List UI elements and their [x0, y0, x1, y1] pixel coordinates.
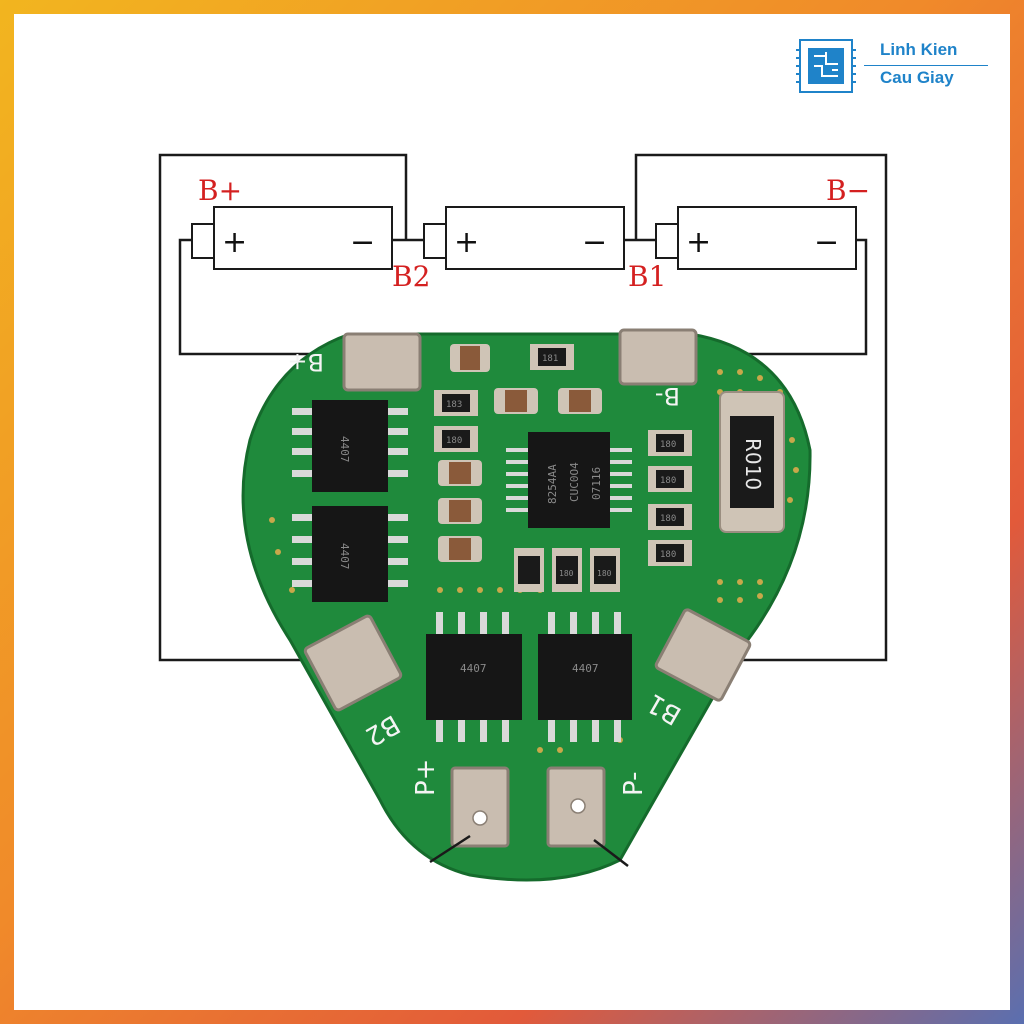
cell-1-plus: + — [222, 225, 247, 260]
mosfet-3-mark: 4407 — [460, 662, 487, 675]
label-b-plus: B+ — [198, 174, 242, 207]
pcb-board: B+ B- B2 B1 P+ P- 4407 — [241, 328, 812, 882]
pad-b1 — [654, 608, 752, 702]
wire-p-plus — [429, 834, 471, 864]
mosfet-bottom-right: 4407 — [538, 612, 632, 742]
pad-b-minus — [618, 328, 698, 386]
wiring — [158, 153, 888, 662]
ic-mark-1: 8254AA — [546, 464, 559, 504]
mosfet-left-bottom: 4407 — [292, 506, 408, 602]
shunt-mark: R010 — [741, 438, 765, 490]
res-code-2: 183 — [446, 400, 462, 410]
smd-resistors: 181 183 180 180 180 180 180 180 180 — [434, 344, 692, 592]
pad-p-plus-hole — [472, 810, 488, 826]
wire-p-minus — [593, 839, 629, 867]
wire-b-minus — [690, 238, 868, 356]
brand-name-line1: Linh Kien — [880, 40, 958, 59]
mosfet-4-mark: 4407 — [572, 662, 599, 675]
label-b1: B1 — [628, 260, 666, 293]
silk-b-minus: B- — [655, 382, 680, 410]
ic-mark-3: 07116 — [590, 467, 603, 500]
silk-p-minus: P- — [619, 772, 649, 797]
res-code-5: 180 — [660, 476, 676, 486]
mosfet-1-mark: 4407 — [338, 436, 351, 463]
cell-2-plus: + — [454, 225, 479, 260]
mosfet-bottom-left: 4407 — [426, 612, 522, 742]
pad-b-plus — [342, 332, 422, 392]
brand-logo-block: Linh Kien Cau Giay — [796, 34, 996, 98]
label-b-minus: B− — [826, 174, 870, 207]
brand-name-line2: Cau Giay — [880, 68, 954, 87]
res-code-6: 180 — [660, 514, 676, 524]
silk-b-plus: B+ — [287, 348, 324, 376]
cell-3-plus: + — [686, 225, 711, 260]
res-code-1: 181 — [542, 354, 558, 364]
wire-b1 — [634, 153, 888, 662]
cell-1-minus: − — [350, 225, 375, 260]
smd-capacitors — [438, 344, 602, 562]
ic-mark-2: CUC0O4 — [568, 462, 581, 502]
mosfet-2-mark: 4407 — [338, 543, 351, 570]
battery-cell-3: + − — [655, 206, 857, 270]
silk-p-plus: P+ — [411, 759, 441, 796]
res-code-8: 180 — [559, 569, 574, 578]
battery-cell-1: + − — [191, 206, 393, 270]
pad-p-minus-hole — [570, 798, 586, 814]
wire-b2 — [158, 153, 408, 662]
mosfet-left-top: 4407 — [292, 400, 408, 492]
res-code-9: 180 — [597, 569, 612, 578]
battery-cell-2: + − — [423, 206, 625, 270]
cell-3-minus: − — [814, 225, 839, 260]
pad-b2 — [303, 614, 403, 712]
label-b2: B2 — [392, 260, 430, 293]
shunt-resistor: R010 — [719, 391, 785, 533]
res-code-7: 180 — [660, 550, 676, 560]
res-code-4: 180 — [660, 440, 676, 450]
cell-2-minus: − — [582, 225, 607, 260]
res-code-3: 180 — [446, 436, 462, 446]
circuit-chip-icon — [796, 39, 856, 93]
wire-b-plus — [178, 238, 358, 356]
protection-ic: 8254AA CUC0O4 07116 — [506, 432, 632, 528]
brand-divider — [864, 65, 988, 66]
pad-p-plus — [450, 766, 510, 848]
